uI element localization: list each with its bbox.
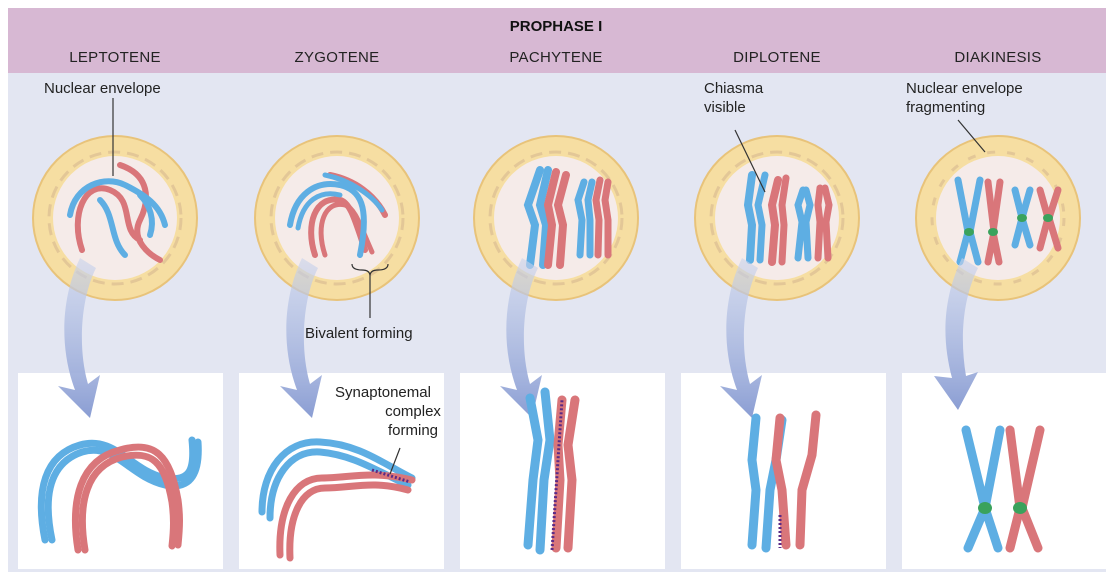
label-chiasma-line1: Chiasma — [704, 80, 764, 97]
label-bivalent-forming: Bivalent forming — [305, 325, 413, 342]
stage-pachytene: PACHYTENE — [509, 49, 602, 66]
stage-diplotene: DIPLOTENE — [733, 49, 821, 66]
label-nuclear-envelope: Nuclear envelope — [44, 80, 161, 97]
nucleus-pachytene — [474, 136, 638, 300]
label-synaptonemal-line2: complex — [385, 403, 441, 420]
label-chiasma-line2: visible — [704, 99, 746, 116]
label-fragmenting-line2: fragmenting — [906, 99, 985, 116]
prophase-title: PROPHASE I — [510, 18, 603, 35]
label-synaptonemal-line3: forming — [388, 422, 438, 439]
detail-box-diakinesis — [902, 373, 1107, 569]
nucleus-leptotene — [33, 136, 197, 300]
stage-leptotene: LEPTOTENE — [69, 49, 161, 66]
stage-diakinesis: DIAKINESIS — [954, 49, 1041, 66]
stage-zygotene: ZYGOTENE — [295, 49, 380, 66]
label-synaptonemal-line1: Synaptonemal — [335, 384, 431, 401]
label-fragmenting-line1: Nuclear envelope — [906, 80, 1023, 97]
nucleus-zygotene — [255, 136, 419, 300]
